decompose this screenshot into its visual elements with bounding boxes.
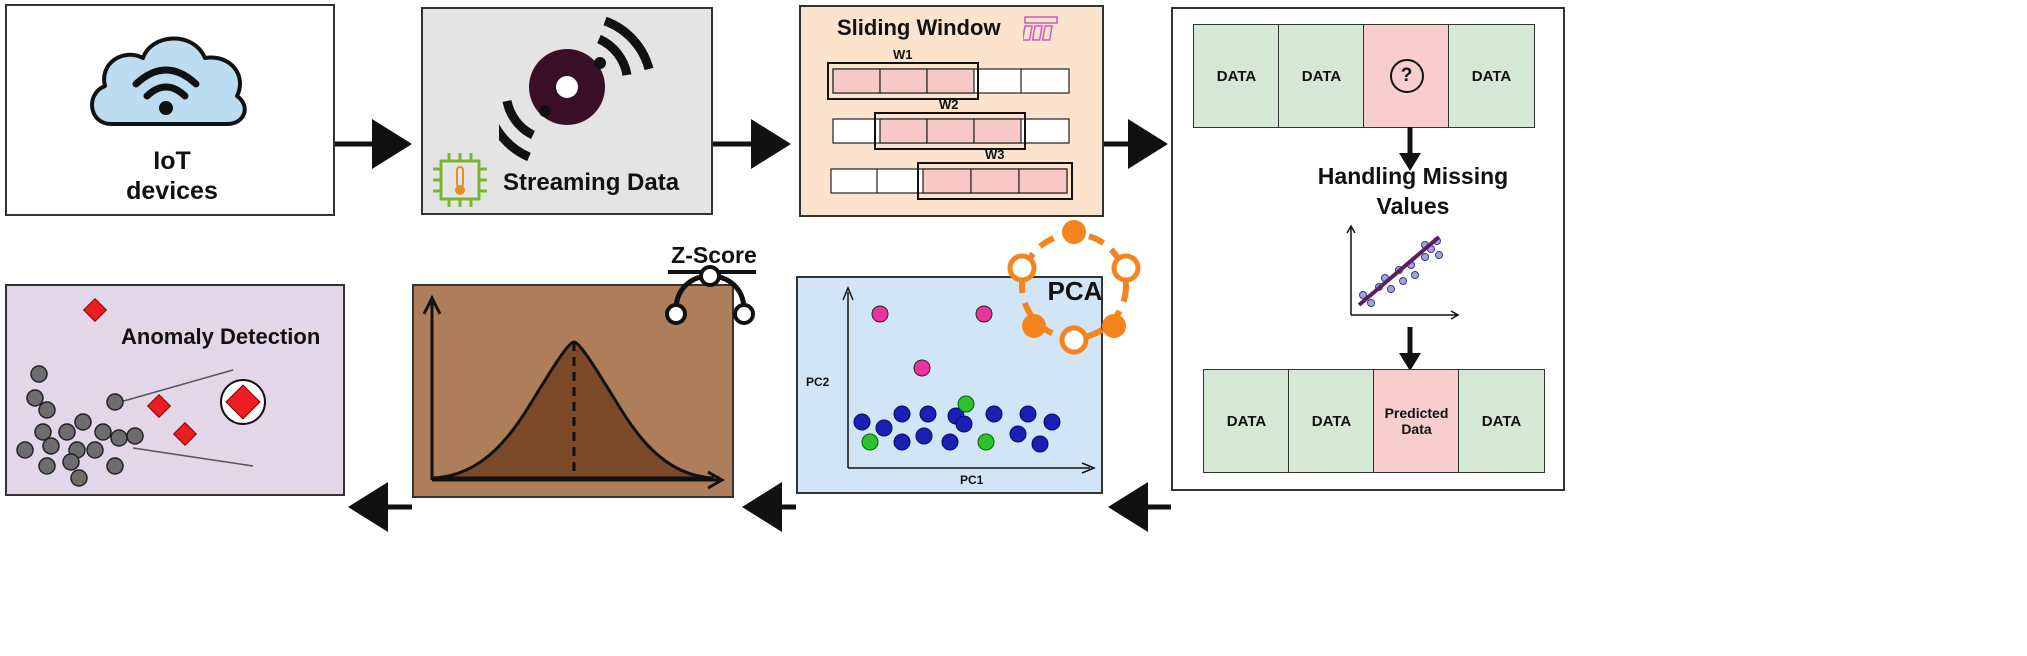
normal-point xyxy=(30,365,48,383)
pca-cluster-point xyxy=(893,433,911,451)
anomaly-scatter xyxy=(16,297,266,487)
pca-cluster-point xyxy=(919,405,937,423)
question-mark-icon: ? xyxy=(1389,59,1424,93)
normal-point xyxy=(106,457,124,475)
pca-green-point xyxy=(977,433,995,451)
pca-cluster-point xyxy=(893,405,911,423)
normal-point xyxy=(70,469,88,487)
pca-cluster-point xyxy=(1009,425,1027,443)
sliding-window-title: Sliding Window xyxy=(837,15,1001,40)
pca-outlier-point xyxy=(913,359,931,377)
bottom-data-cell-2: DATA xyxy=(1288,369,1375,473)
pca-scatter-plot: PC2 PC1 xyxy=(806,286,1096,487)
zscore-node-icon xyxy=(665,265,756,325)
pca-outlier-point xyxy=(871,305,889,323)
pca-cluster-point xyxy=(915,427,933,445)
normal-point xyxy=(106,393,124,411)
pca-cluster-point xyxy=(985,405,1003,423)
anomaly-point xyxy=(172,421,198,447)
pca-x-axis-label: PC1 xyxy=(960,473,984,487)
zscore-title: Z-Score xyxy=(671,242,757,268)
pca-y-axis-label: PC2 xyxy=(806,375,830,389)
handling-missing-values-title: Handling Missing Values xyxy=(1317,163,1509,219)
missing-value-cell: ? xyxy=(1363,24,1450,128)
normal-point xyxy=(16,441,34,459)
pca-cluster-point xyxy=(941,433,959,451)
normal-point xyxy=(42,437,60,455)
normal-point xyxy=(34,423,52,441)
normal-point xyxy=(58,423,76,441)
streaming-data-panel: Streaming Data xyxy=(421,7,713,215)
window-w3-frame xyxy=(917,162,1073,200)
pca-title: PCA xyxy=(1047,276,1103,306)
pca-panel: PC2 PC1 xyxy=(796,276,1103,494)
pca-cluster-point xyxy=(875,419,893,437)
iot-devices-panel: IoT devices xyxy=(5,4,335,216)
normal-point xyxy=(126,427,144,445)
normal-point xyxy=(38,401,56,419)
broadcast-disc-icon xyxy=(499,16,654,162)
top-data-cell-1: DATA xyxy=(1193,24,1280,128)
bottom-data-cell-4: DATA xyxy=(1458,369,1545,473)
top-data-cell-4: DATA xyxy=(1448,24,1535,128)
window-w1-label: W1 xyxy=(893,47,913,62)
down-arrow-bottom xyxy=(1399,327,1421,371)
handling-missing-values-panel: DATA DATA ? DATA Handling Missing Values… xyxy=(1171,7,1565,491)
window-w2-frame xyxy=(874,112,1026,150)
pca-cluster-point xyxy=(1019,405,1037,423)
normal-point xyxy=(86,441,104,459)
anomaly-point xyxy=(146,393,172,419)
sliding-window-panel: Sliding Window W1 W2 W3 xyxy=(799,5,1104,217)
pca-green-point xyxy=(957,395,975,413)
normal-point xyxy=(62,453,80,471)
window-w2-label: W2 xyxy=(939,97,959,112)
bottom-data-cell-1: DATA xyxy=(1203,369,1290,473)
anomaly-detection-panel: Anomaly Detection xyxy=(5,284,345,496)
normal-point xyxy=(38,457,56,475)
pca-cluster-point xyxy=(1043,413,1061,431)
streaming-data-label: Streaming Data xyxy=(503,169,680,196)
pca-outlier-point xyxy=(975,305,993,323)
regression-plot-icon xyxy=(1346,224,1460,320)
iot-devices-label: IoT devices xyxy=(126,147,218,205)
sensor-chip-icon xyxy=(433,153,487,207)
pca-ring-icon xyxy=(1007,220,1141,355)
predicted-data-cell: Predicted Data xyxy=(1373,369,1460,473)
pca-cluster-point xyxy=(955,415,973,433)
sliding-window-diagram: W1 W2 W3 xyxy=(827,47,1073,200)
pca-cluster-point xyxy=(1031,435,1049,453)
pca-cluster-point xyxy=(853,413,871,431)
window-w3-label: W3 xyxy=(985,147,1005,162)
window-glyph-icon xyxy=(1023,16,1058,41)
cloud-wifi-icon xyxy=(90,36,247,126)
normal-point xyxy=(110,429,128,447)
pca-green-point xyxy=(861,433,879,451)
down-arrow-top xyxy=(1399,127,1421,171)
top-data-cell-2: DATA xyxy=(1278,24,1365,128)
window-w1-frame xyxy=(827,62,979,100)
normal-point xyxy=(74,413,92,431)
bell-curve-chart xyxy=(422,294,726,490)
anomaly-detection-title: Anomaly Detection xyxy=(121,324,321,349)
anomaly-point xyxy=(82,297,108,323)
normal-point xyxy=(26,389,44,407)
normal-point xyxy=(94,423,112,441)
